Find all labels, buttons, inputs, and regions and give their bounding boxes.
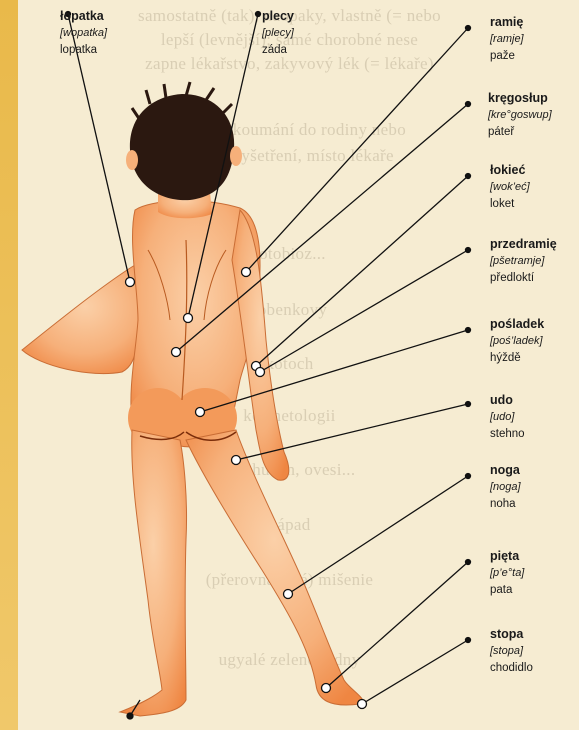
label-pronunciation: [kre°goswup] (488, 107, 552, 124)
label-term: łokieć (490, 162, 530, 179)
label-posladek: pośladek [poś’ladek] hýždě (490, 316, 544, 367)
label-pronunciation: [poś’ladek] (490, 333, 544, 350)
label-pronunciation: [stopa] (490, 643, 533, 660)
leader-dot-ramie (466, 26, 471, 31)
body-silhouette (22, 82, 363, 716)
leader-dot-kregoslup-end (172, 348, 181, 357)
leader-dot-lokiec (466, 174, 471, 179)
label-term: łopatka (60, 8, 107, 25)
label-term: przedramię (490, 236, 557, 253)
leader-dot-stopa-end (358, 700, 367, 709)
leader-dot-plecy (256, 12, 261, 17)
leader-dot-przedramie (466, 248, 471, 253)
leader-line-stopa (362, 640, 468, 704)
label-translation: stehno (490, 426, 525, 443)
label-pronunciation: [p’e°ta] (490, 565, 524, 582)
label-przedramie: przedramię [pšetramje] předloktí (490, 236, 557, 287)
label-pronunciation: [wok’eć] (490, 179, 530, 196)
leader-dot-udo (466, 402, 471, 407)
label-pieta: pięta [p’e°ta] pata (490, 548, 524, 599)
label-translation: pata (490, 582, 524, 599)
label-term: noga (490, 462, 521, 479)
label-pronunciation: [pšetramje] (490, 253, 557, 270)
label-lokiec: łokieć [wok’eć] loket (490, 162, 530, 213)
label-term: ramię (490, 14, 524, 31)
leader-line-lokiec (256, 176, 468, 366)
leader-line-przedramie (260, 250, 468, 372)
label-translation: noha (490, 496, 521, 513)
label-translation: chodidlo (490, 660, 533, 677)
label-term: pośladek (490, 316, 544, 333)
leader-line-noga (288, 476, 468, 594)
leader-dot-plecy-end (184, 314, 193, 323)
leader-dot-posladek-end (196, 408, 205, 417)
label-noga: noga [noga] noha (490, 462, 521, 513)
label-ramie: ramię [ramje] paže (490, 14, 524, 65)
label-plecy: plecy [plecy] záda (262, 8, 294, 59)
label-translation: paže (490, 48, 524, 65)
leader-dot-noga-end (284, 590, 293, 599)
label-pronunciation: [udo] (490, 409, 525, 426)
label-term: plecy (262, 8, 294, 25)
label-udo: udo [udo] stehno (490, 392, 525, 443)
leader-dot-przedramie-end (256, 368, 265, 377)
label-pronunciation: [noga] (490, 479, 521, 496)
label-stopa: stopa [stopa] chodidlo (490, 626, 533, 677)
label-term: stopa (490, 626, 533, 643)
leader-line-pieta (326, 562, 468, 688)
leader-dot-kregoslup (466, 102, 471, 107)
label-translation: páteř (488, 124, 552, 141)
label-translation: loket (490, 196, 530, 213)
leader-dot-lopatka-end (126, 278, 135, 287)
leader-dot-foot-left (127, 713, 133, 719)
leader-line-ramie (246, 28, 468, 272)
label-translation: předloktí (490, 270, 557, 287)
leader-dot-stopa (466, 638, 471, 643)
label-term: kręgosłup (488, 90, 552, 107)
label-translation: lopatka (60, 42, 107, 59)
leader-dot-ramie-end (242, 268, 251, 277)
label-pronunciation: [ramje] (490, 31, 524, 48)
leader-dot-pieta (466, 560, 471, 565)
label-translation: hýždě (490, 350, 544, 367)
label-pronunciation: [plecy] (262, 25, 294, 42)
label-lopatka: łopatka [wopatka] lopatka (60, 8, 107, 59)
label-term: udo (490, 392, 525, 409)
label-kregoslup: kręgosłup [kre°goswup] páteř (488, 90, 552, 141)
label-pronunciation: [wopatka] (60, 25, 107, 42)
leader-dot-udo-end (232, 456, 241, 465)
label-term: pięta (490, 548, 524, 565)
leader-dot-noga (466, 474, 471, 479)
leader-dot-pieta-end (322, 684, 331, 693)
label-translation: záda (262, 42, 294, 59)
leader-dot-posladek (466, 328, 471, 333)
